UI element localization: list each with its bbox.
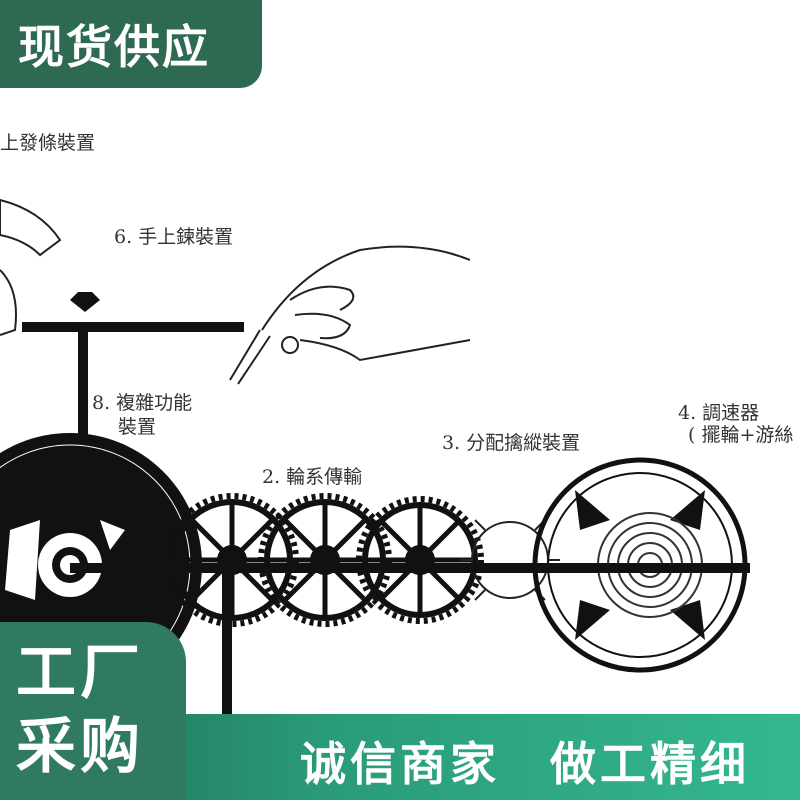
gear-wheel-3 [356, 496, 484, 624]
label-gear-train: 2. 輪系傳輸 [262, 466, 363, 488]
slogan-right: 做工精细 [550, 737, 750, 791]
label-regulator-line1: 4. 調速器 [678, 402, 760, 424]
winding-stem-vertical [78, 332, 88, 452]
label-escapement: 3. 分配擒縱裝置 [442, 432, 581, 454]
label-complication-line1: 8. 複雜功能 [92, 392, 193, 414]
center-post [222, 560, 232, 720]
slogan-left: 诚信商家 [300, 737, 500, 791]
label-regulator-line2: ( 擺輪+游絲 [688, 424, 794, 446]
stock-badge: 现货供应 [0, 0, 262, 88]
mainspring-arc [0, 198, 62, 257]
jewel-icon [70, 292, 100, 312]
transmission-line [70, 563, 750, 573]
stock-badge-text: 现货供应 [18, 20, 210, 74]
label-mainspring: 上發條裝置 [0, 132, 96, 154]
factory-badge-line2: 采购 [16, 712, 144, 782]
label-hand-winding: 6. 手上鍊裝置 [114, 226, 234, 248]
winding-stem-bar [22, 322, 244, 332]
label-complication-line2: 裝置 [118, 416, 157, 438]
factory-badge: 工厂 采购 [0, 622, 186, 800]
hand-sketch [229, 245, 471, 385]
mainspring-arc-2 [0, 269, 17, 336]
factory-badge-line1: 工厂 [16, 638, 144, 708]
